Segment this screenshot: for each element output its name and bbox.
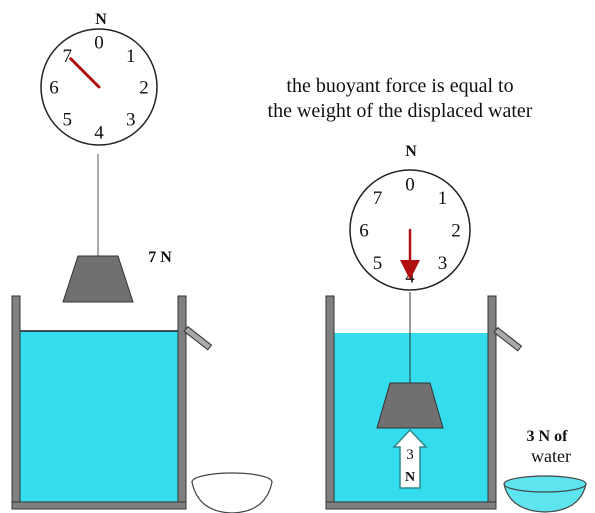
buoyant-force-arrow xyxy=(392,428,428,489)
left-tank-water xyxy=(20,331,178,502)
right-dial-number-3: 3 xyxy=(438,253,448,274)
left-dial-number-6: 6 xyxy=(49,78,59,99)
left-tank-wall-left xyxy=(11,295,21,509)
caption: the buoyant force is equal to the weight… xyxy=(205,74,595,124)
left-scale: 0 123 4 567 xyxy=(40,28,158,146)
right-dish xyxy=(503,475,587,513)
right-weight xyxy=(376,382,444,429)
buoyant-force-unit: N xyxy=(405,470,415,485)
left-dish xyxy=(191,472,273,513)
displaced-water-label-line2: water xyxy=(531,446,571,466)
right-tank-wall-left xyxy=(325,295,335,509)
left-overflow-spout xyxy=(183,325,213,351)
left-dial-number-1: 1 xyxy=(126,46,136,67)
left-dial-number-7: 7 xyxy=(62,46,72,67)
weight-label: 7 N xyxy=(148,249,172,266)
left-dial-number-5: 5 xyxy=(62,110,72,131)
right-dial-number-7: 7 xyxy=(373,188,383,209)
caption-line-2: the weight of the displaced water xyxy=(267,100,533,122)
right-dial-number-1: 1 xyxy=(438,188,448,209)
right-dial-number-0: 0 xyxy=(405,175,415,196)
left-tank-wall-right xyxy=(177,295,187,509)
right-tank-wall-right xyxy=(487,295,497,509)
right-dial-number-6: 6 xyxy=(359,221,369,242)
buoyant-force-value: 3 xyxy=(406,447,414,463)
left-scale-unit-label: N xyxy=(95,11,107,28)
left-dial-number-3: 3 xyxy=(126,110,136,131)
left-setup: 0 123 4 567 xyxy=(11,28,273,513)
left-dial-number-2: 2 xyxy=(139,78,149,99)
left-tank-bottom xyxy=(11,501,187,510)
left-dial-number-0: 0 xyxy=(94,33,104,54)
right-scale-unit-label: N xyxy=(405,143,417,160)
right-tank-bottom xyxy=(325,501,497,510)
right-dial-number-2: 2 xyxy=(451,221,461,242)
right-overflow-spout xyxy=(493,326,523,352)
left-dial-number-4: 4 xyxy=(94,123,104,144)
left-tank xyxy=(11,295,213,510)
left-weight xyxy=(62,255,134,303)
caption-line-1: the buoyant force is equal to xyxy=(286,75,514,97)
displaced-water-label-line1: 3 N of xyxy=(527,428,569,445)
left-scale-needle xyxy=(69,57,101,89)
right-dial-number-5: 5 xyxy=(373,253,383,274)
